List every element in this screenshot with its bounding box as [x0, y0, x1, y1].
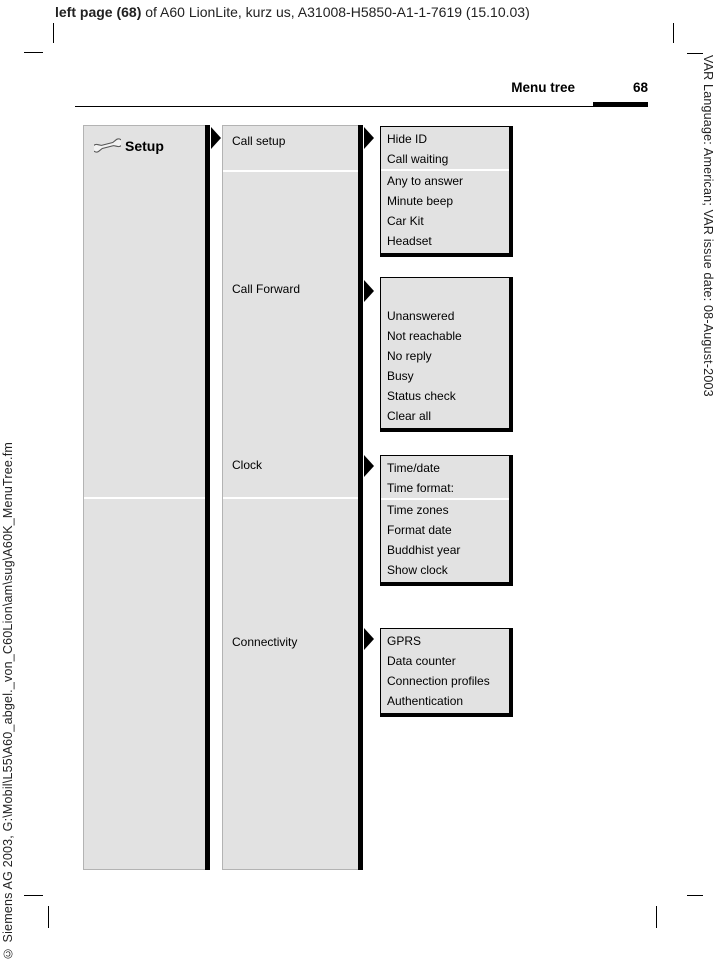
running-header: left page (68) of A60 LionLite, kurz us,… [55, 4, 530, 20]
var-language-margin-text: VAR Language: American; VAR issue date: … [701, 55, 715, 397]
submenu-call-forward: Unanswered Not reachable No reply Busy S… [380, 277, 513, 432]
column-separator [223, 497, 358, 499]
column-separator [223, 170, 358, 172]
menu-item: Data counter [387, 654, 456, 668]
arrow-right-icon [364, 455, 374, 477]
menu-item: Status check [387, 389, 456, 403]
menu-item: Connection profiles [387, 674, 490, 688]
branch-call-setup: Call setup [232, 134, 286, 148]
branch-call-forward: Call Forward [232, 282, 301, 296]
menu-item: Format date [387, 523, 452, 537]
arrow-right-icon [364, 628, 374, 650]
menu-item: Buddhist year [387, 543, 461, 557]
arrow-right-icon [364, 127, 374, 149]
crop-mark-top-right-vertical [673, 23, 674, 43]
menu-item: Hide ID [387, 132, 428, 146]
branch-connectivity: Connectivity [232, 635, 298, 649]
menu-item: Car Kit [387, 214, 424, 228]
menu-item: Time zones [381, 498, 509, 520]
menu-item: Time format: [387, 481, 454, 495]
menu-item: Clear all [387, 409, 432, 423]
submenu-call-setup: Hide ID Call waiting Any to answer Minut… [380, 126, 513, 257]
tree-root-setup: Setup [94, 137, 164, 154]
menu-item: Time/date [387, 461, 440, 475]
menu-item: Call waiting [387, 152, 449, 166]
tree-root-label: Setup [125, 137, 164, 154]
section-title: Menu tree [511, 80, 575, 95]
crop-mark-top-left-horizontal [24, 52, 43, 53]
tree-divider-line-1 [205, 125, 210, 870]
menu-item: No reply [387, 349, 432, 363]
crop-mark-bottom-right-vertical [656, 906, 657, 928]
submenu-connectivity: GPRS Data counter Connection profiles Au… [380, 628, 513, 717]
column-separator [84, 497, 205, 499]
arrow-right-icon [211, 127, 221, 149]
wrench-icon [94, 137, 121, 154]
menu-item: Minute beep [387, 194, 454, 208]
crop-mark-bottom-right-horizontal [687, 895, 703, 896]
crop-mark-top-left-vertical [53, 23, 54, 43]
tree-root-column: Setup [83, 125, 205, 870]
submenu-clock: Time/date Time format: Time zones Format… [380, 455, 513, 586]
copyright-margin-text: © Siemens AG 2003, G:\Mobil\L55\A60_abge… [1, 441, 15, 960]
blank-row [381, 280, 509, 306]
arrow-right-icon [364, 280, 374, 302]
running-header-page-label: left page (68) [55, 4, 142, 20]
page-number: 68 [632, 80, 648, 95]
menu-item: Unanswered [387, 309, 455, 323]
menu-item: Authentication [387, 694, 464, 708]
crop-mark-bottom-left-vertical [48, 906, 49, 928]
menu-item: Not reachable [387, 329, 462, 343]
running-header-doc-info: of A60 LionLite, kurz us, A31008-H5850-A… [141, 4, 530, 20]
menu-item: Headset [387, 234, 432, 248]
header-rule-thick [593, 102, 648, 107]
menu-item: Any to answer [381, 169, 509, 191]
tree-branch-column: Call setup Call Forward Clock Connectivi… [222, 125, 358, 870]
menu-item: Show clock [387, 563, 448, 577]
header-rule-thin [75, 106, 648, 107]
crop-mark-bottom-left-horizontal [24, 895, 43, 896]
branch-clock: Clock [232, 458, 263, 472]
menu-item: GPRS [387, 634, 422, 648]
tree-divider-line-2 [358, 125, 363, 870]
crop-mark-top-right-horizontal [687, 53, 703, 54]
menu-item: Busy [387, 369, 414, 383]
